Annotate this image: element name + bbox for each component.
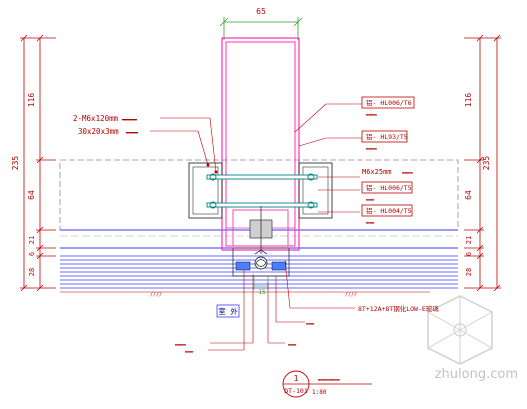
room-label: 室 外 (218, 306, 238, 316)
left-steel-bracket (188, 162, 223, 219)
left-dim-21: 21 (28, 236, 36, 244)
title-block (282, 370, 372, 398)
top-dimension: 65 (219, 7, 303, 40)
lower-leaders (208, 270, 305, 351)
right-dim-235: 235 (482, 156, 491, 171)
watermark-text: zhulong.com (435, 367, 518, 382)
callout-label-5: 铝- HL004/T5 (366, 206, 412, 215)
left-dim-6: 6 (28, 252, 36, 256)
right-dim-116: 116 (464, 93, 473, 108)
top-width-label: 65 (256, 7, 266, 16)
left-callouts (150, 117, 218, 174)
callout-label-4: 铝- HL006/T5 (366, 183, 412, 192)
callout-label-2-note: ▬▬▬▬ (366, 147, 377, 152)
right-callout-leaders (284, 103, 362, 309)
glass-dim-right: //// (345, 292, 357, 298)
callout-label-4-note: ▬▬▬ (366, 198, 374, 203)
callout-label-5-note: ▬▬▬ (366, 221, 374, 226)
callout-label-1-note: ▬▬▬▬ (366, 113, 377, 118)
right-dim-6: 6 (465, 252, 473, 256)
glass-callout: 8T+12A+8T钢化LOW-E玻璃 (358, 304, 439, 313)
left-dimension-chain (20, 34, 56, 292)
left-dim-28: 28 (28, 268, 36, 276)
room-label-box (216, 304, 240, 318)
callout-label-3: M6x25mm (362, 168, 392, 176)
right-dimension-chain (464, 34, 501, 292)
right-dim-21: 21 (465, 236, 473, 244)
bolt-callout: 2-M6x120mm (73, 114, 119, 123)
pressure-plate-and-gaskets (232, 206, 290, 277)
callout-label-2: 铝- HL93/T5 (366, 132, 408, 141)
title-code: DT-101 (284, 387, 308, 395)
leader-note-4: ▬▬▬ (306, 322, 314, 327)
aluminum-mullion (221, 37, 300, 251)
through-bolts (206, 173, 318, 209)
title-note: ▬▬▬▬▬▬▬▬ (318, 378, 340, 383)
angle-callout: 30x20x3mm (78, 127, 119, 136)
leader-note-1: ▬▬▬▬ (175, 343, 186, 348)
title-scale: 1:80 (312, 389, 327, 396)
left-dim-64: 64 (27, 190, 36, 200)
right-steel-bracket (298, 162, 333, 219)
zhulong-logo (427, 295, 493, 365)
angle-callout-note: ▬▬▬▬ (126, 130, 138, 136)
leader-note-2: ▬▬▬ (185, 350, 193, 355)
left-dim-235: 235 (11, 156, 20, 171)
right-dim-28: 28 (465, 268, 473, 276)
title-number: 1 (294, 374, 299, 383)
left-dim-116: 116 (27, 93, 36, 108)
bottom-dim-15: 15 (258, 289, 266, 296)
glass-dim-left: //// (150, 292, 162, 298)
callout-label-3-note: ▬▬▬▬ (402, 171, 413, 176)
right-dim-64: 64 (464, 190, 473, 200)
callout-label-1: 铝- HL006/T6 (366, 98, 412, 107)
right-callout-boxes (361, 96, 415, 217)
bolt-callout-note: ▬▬▬▬▬ (122, 117, 137, 123)
leader-note-3: ▬▬▬ (288, 343, 296, 348)
